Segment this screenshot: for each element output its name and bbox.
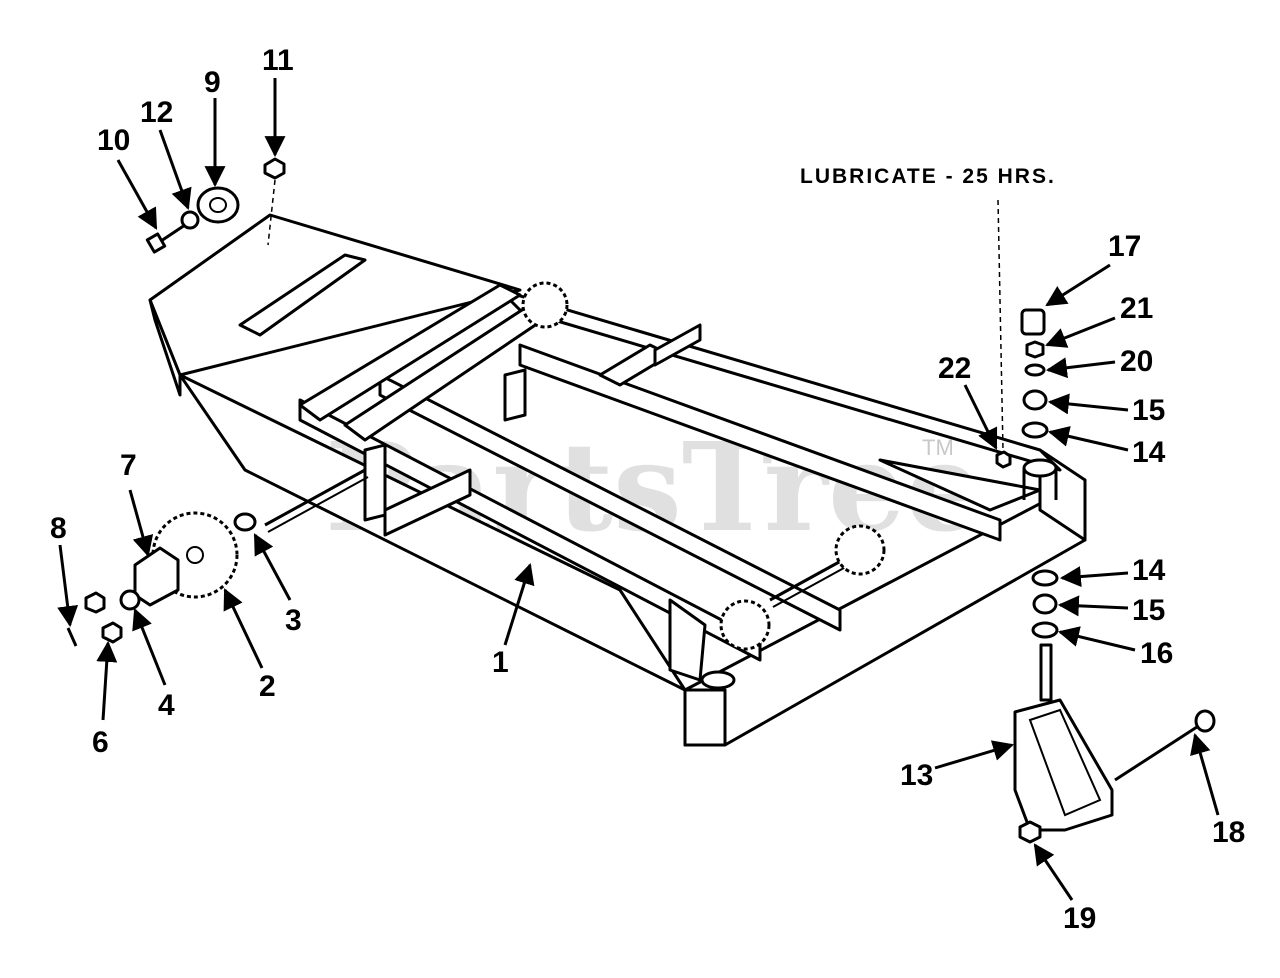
leader-lines: [57, 78, 1220, 901]
watermark-tm: TM: [922, 435, 954, 460]
lug-nut-lower: [101, 621, 123, 644]
frame-front-rail-end: [683, 688, 727, 747]
callout-13: 13: [900, 759, 933, 792]
callout-14-upper: 14: [1132, 436, 1166, 469]
frame-inner-rail-b: [378, 373, 842, 632]
frame-cross-member-a: [238, 253, 367, 337]
idler-pulley-group: [145, 157, 286, 254]
drive-axle-group: [264, 281, 886, 651]
hub-assembly: [66, 511, 257, 647]
frame-inner-rail-c: [518, 343, 1002, 542]
dust-cap: [1020, 308, 1046, 336]
frame-gusset-right: [878, 458, 1042, 512]
callout-6: 6: [92, 726, 109, 759]
callout-16: 16: [1140, 637, 1173, 670]
callout-4: 4: [158, 689, 175, 722]
sprocket-rear-right: [719, 599, 771, 651]
callout-7: 7: [120, 449, 137, 482]
grease-fitting: [995, 450, 1012, 469]
caster-spindle: [1039, 643, 1053, 702]
bearing-cone-lower: [1032, 593, 1058, 615]
callout-8: 8: [50, 512, 67, 545]
caster-axle-nut: [1018, 820, 1042, 844]
frame-hanger-center: [503, 368, 527, 422]
callout-3: 3: [285, 604, 302, 637]
callout-15-upper: 15: [1132, 394, 1165, 427]
castle-nut: [1025, 340, 1045, 359]
frame-rear-post-top: [700, 670, 736, 690]
idler-pulley: [196, 186, 240, 224]
caster-axle-bolt: [1114, 723, 1201, 782]
callout-19: 19: [1063, 902, 1096, 935]
callout-1: 1: [492, 646, 509, 679]
wheel-hub: [133, 546, 180, 607]
callout-10: 10: [97, 124, 130, 157]
callout-2: 2: [259, 670, 276, 703]
caster-fork: [1013, 698, 1114, 832]
frame-rear-tray-side: [148, 298, 182, 397]
frame-left-rail: [178, 373, 687, 692]
hub-flange: [119, 589, 141, 611]
bearing-cone-upper: [1022, 389, 1048, 411]
bearing-collar: [233, 512, 257, 532]
callout-14-lower: 14: [1132, 554, 1166, 587]
callout-9: 9: [204, 66, 221, 99]
drive-axle-left: [264, 468, 366, 527]
pulley-nut: [263, 157, 286, 180]
frame-kingpin-post-top: [1022, 458, 1058, 478]
sprocket-top-frame: [521, 281, 569, 329]
callout-12: 12: [140, 96, 173, 129]
lug-nut-upper: [84, 591, 106, 614]
callout-22: 22: [938, 352, 971, 385]
lubrication-note: LUBRICATE - 25 HRS.: [800, 165, 1056, 188]
frame-assembly: [148, 213, 1087, 747]
callout-20: 20: [1120, 345, 1153, 378]
frame-cross-member-b: [298, 283, 522, 422]
caster-assembly: [995, 199, 1216, 844]
callout-11: 11: [262, 44, 294, 77]
frame-gusset-front: [668, 598, 707, 682]
callout-18: 18: [1212, 816, 1245, 849]
cotter-pin: [66, 627, 78, 647]
callout-labels: 1 2 3 4 6 7 8 9 10 11 12 13 14 15 16 17 …: [50, 44, 1245, 935]
frame-inner-rail-a: [298, 398, 762, 662]
frame-hitch-tube: [383, 468, 472, 537]
pulley-washer: [180, 210, 200, 230]
bearing-cup-lower: [1031, 569, 1059, 587]
seal: [1031, 621, 1059, 639]
callout-21: 21: [1120, 292, 1153, 325]
callout-15-lower: 15: [1132, 594, 1165, 627]
frame-side-tube: [653, 323, 702, 367]
frame-right-long-rail: [498, 288, 1062, 472]
washer: [1024, 363, 1046, 377]
frame-hanger-left: [363, 443, 387, 522]
bearing-cup-upper: [1021, 421, 1049, 439]
sprocket-mid-right: [834, 524, 886, 576]
callout-17: 17: [1108, 230, 1141, 263]
